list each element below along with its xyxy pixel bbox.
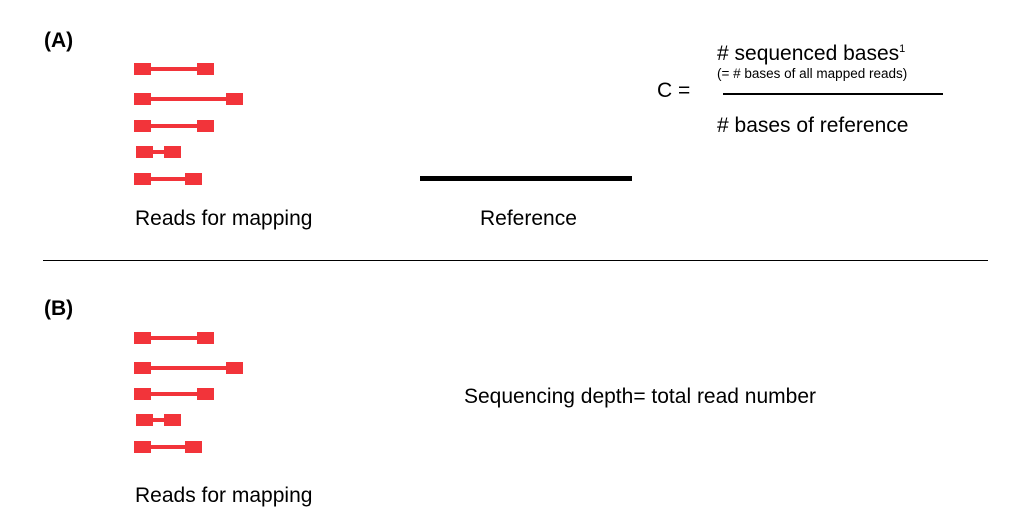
- read-2: [134, 93, 243, 105]
- read-2: [134, 362, 243, 374]
- read-5: [134, 441, 202, 453]
- read-4: [136, 146, 181, 158]
- panel-b-reads-caption: Reads for mapping: [135, 484, 313, 507]
- section-divider: [43, 260, 988, 261]
- fraction-bar: [723, 93, 943, 95]
- read-4: [136, 414, 181, 426]
- read-5: [134, 173, 202, 185]
- formula-numerator-footnote: 1: [899, 43, 906, 55]
- reference-line: [420, 176, 632, 181]
- read-3: [134, 388, 214, 400]
- panel-b-label: (B): [44, 297, 74, 320]
- read-1: [134, 63, 214, 75]
- read-1: [134, 332, 214, 344]
- sequencing-depth-text: Sequencing depth= total read number: [464, 385, 817, 408]
- formula-numerator: # sequenced bases1: [717, 43, 905, 64]
- formula-numerator-note: (= # bases of all mapped reads): [717, 66, 908, 81]
- reference-caption: Reference: [480, 207, 577, 230]
- panel-a-label: (A): [44, 29, 74, 52]
- read-3: [134, 120, 214, 132]
- panel-a-reads-caption: Reads for mapping: [135, 207, 313, 230]
- formula-numerator-text: # sequenced bases: [717, 42, 900, 65]
- formula-lhs: C =: [657, 79, 691, 102]
- formula-denominator: # bases of reference: [717, 114, 909, 137]
